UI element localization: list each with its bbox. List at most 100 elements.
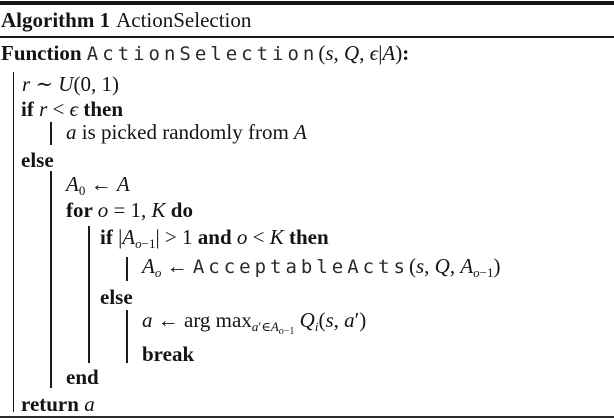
code-segment: A bbox=[294, 120, 307, 144]
code-segment: o bbox=[473, 265, 480, 280]
code-segment: | bbox=[118, 225, 123, 249]
code-segment: ∼ bbox=[30, 72, 59, 96]
code-segment: , bbox=[333, 308, 345, 332]
code-segment: Q bbox=[434, 254, 450, 278]
code-segment: A bbox=[66, 172, 79, 196]
code-segment: Function bbox=[1, 41, 87, 65]
code-segment: ) bbox=[493, 254, 501, 278]
else-body-rail bbox=[50, 171, 52, 388]
code-segment: for bbox=[66, 198, 98, 222]
code-segment: and bbox=[197, 225, 232, 249]
code-segment: s bbox=[415, 254, 425, 278]
code-line-random-action: a is picked randomly from A bbox=[66, 120, 307, 144]
code-segment: else bbox=[21, 148, 54, 172]
code-segment: o bbox=[97, 198, 109, 222]
code-segment: K bbox=[269, 225, 284, 249]
code-segment: K bbox=[151, 198, 166, 222]
code-segment: ActionSelection bbox=[86, 43, 319, 65]
code-segment: s bbox=[325, 41, 334, 65]
if-body-rail bbox=[50, 122, 52, 145]
code-line-for-loop: for o = 1, K do bbox=[66, 198, 193, 222]
code-segment: a bbox=[84, 392, 95, 416]
code-segment: o bbox=[154, 265, 162, 280]
code-segment: 0 bbox=[78, 183, 86, 198]
code-segment: −1 bbox=[283, 326, 295, 337]
function-body-rail bbox=[12, 72, 15, 412]
code-line-if-inner: if |Ao−1| > 1 and o < K then bbox=[100, 225, 329, 256]
code-line-end-for: end bbox=[66, 365, 99, 389]
code-segment: AcceptableActs bbox=[192, 256, 409, 278]
code-segment: else bbox=[100, 285, 133, 309]
code-segment: is picked randomly from bbox=[76, 120, 295, 144]
code-line-function-header: Function ActionSelection(s, Q, ϵ|A): bbox=[1, 41, 409, 66]
code-segment: , bbox=[359, 41, 370, 65]
code-segment: a bbox=[251, 319, 259, 334]
code-segment: a bbox=[142, 308, 153, 332]
code-line-break: break bbox=[142, 342, 194, 366]
code-segment: ′∈ bbox=[258, 319, 271, 334]
code-segment: i bbox=[314, 319, 319, 334]
code-line-init-a0: A0 ← A bbox=[66, 172, 130, 203]
caption-separator-rule bbox=[0, 36, 614, 38]
code-segment: ( bbox=[318, 308, 326, 332]
code-line-sample-r: r ∼ U(0, 1) bbox=[22, 72, 119, 96]
code-segment: ← arg max bbox=[152, 308, 252, 332]
code-segment: , bbox=[449, 254, 461, 278]
code-segment: s bbox=[325, 308, 334, 332]
code-segment: do bbox=[165, 198, 193, 222]
algorithm-caption-label: Algorithm 1 bbox=[1, 8, 111, 32]
code-segment: ( bbox=[318, 41, 326, 65]
code-segment: break bbox=[142, 342, 195, 366]
code-line-argmax: a ← arg maxa′∈Ao−1 Qi(s, a′) bbox=[142, 308, 366, 344]
code-segment: ( bbox=[408, 254, 416, 278]
code-segment: −1 bbox=[141, 236, 156, 251]
code-segment: , bbox=[333, 41, 345, 65]
code-segment: if bbox=[21, 97, 40, 121]
code-line-else-inner: else bbox=[100, 285, 133, 309]
code-segment: = 1, bbox=[108, 198, 152, 222]
code-segment: A bbox=[270, 319, 279, 334]
code-segment: Q bbox=[344, 41, 360, 65]
code-segment: ← bbox=[85, 172, 117, 196]
code-segment: A bbox=[382, 41, 396, 65]
code-segment: : bbox=[402, 41, 410, 65]
code-line-else-outer: else bbox=[21, 148, 54, 172]
code-segment: r bbox=[22, 72, 31, 96]
inner-if-body-rail bbox=[126, 257, 128, 281]
code-segment: o bbox=[278, 326, 284, 337]
code-segment: U bbox=[58, 72, 74, 96]
code-segment: | > 1 bbox=[155, 225, 198, 249]
code-segment: < bbox=[247, 225, 270, 249]
code-segment: ← bbox=[161, 254, 193, 278]
bottom-rule bbox=[0, 416, 614, 418]
code-segment: if bbox=[100, 225, 119, 249]
code-segment: end bbox=[66, 365, 99, 389]
code-line-if-epsilon: if r < ϵ then bbox=[21, 97, 123, 121]
inner-else-body-rail bbox=[126, 310, 128, 363]
code-segment: A bbox=[460, 254, 474, 278]
algorithm-caption-title: ActionSelection bbox=[116, 8, 252, 32]
code-segment: a bbox=[66, 120, 77, 144]
code-segment: A bbox=[116, 172, 130, 196]
code-segment: o bbox=[135, 236, 142, 251]
code-line-return: return a bbox=[21, 392, 95, 416]
top-rule bbox=[0, 1, 614, 5]
code-segment: ) bbox=[395, 41, 403, 65]
code-segment: , bbox=[424, 254, 435, 278]
code-line-acceptable-acts: Ao ← AcceptableActs(s, Q, Ao−1) bbox=[142, 254, 501, 285]
code-segment: (0, 1) bbox=[73, 72, 119, 96]
code-segment: ϵ bbox=[69, 97, 79, 121]
code-segment: < bbox=[47, 97, 70, 121]
code-segment: then bbox=[283, 225, 329, 249]
code-segment: A bbox=[142, 254, 155, 278]
code-segment: r bbox=[39, 97, 48, 121]
code-segment: then bbox=[78, 97, 124, 121]
code-segment: return bbox=[21, 392, 85, 416]
code-segment: | bbox=[378, 41, 383, 65]
for-body-rail bbox=[88, 226, 90, 363]
code-segment: a bbox=[344, 308, 355, 332]
code-segment: ′) bbox=[354, 308, 367, 332]
code-segment: ϵ bbox=[369, 41, 379, 65]
